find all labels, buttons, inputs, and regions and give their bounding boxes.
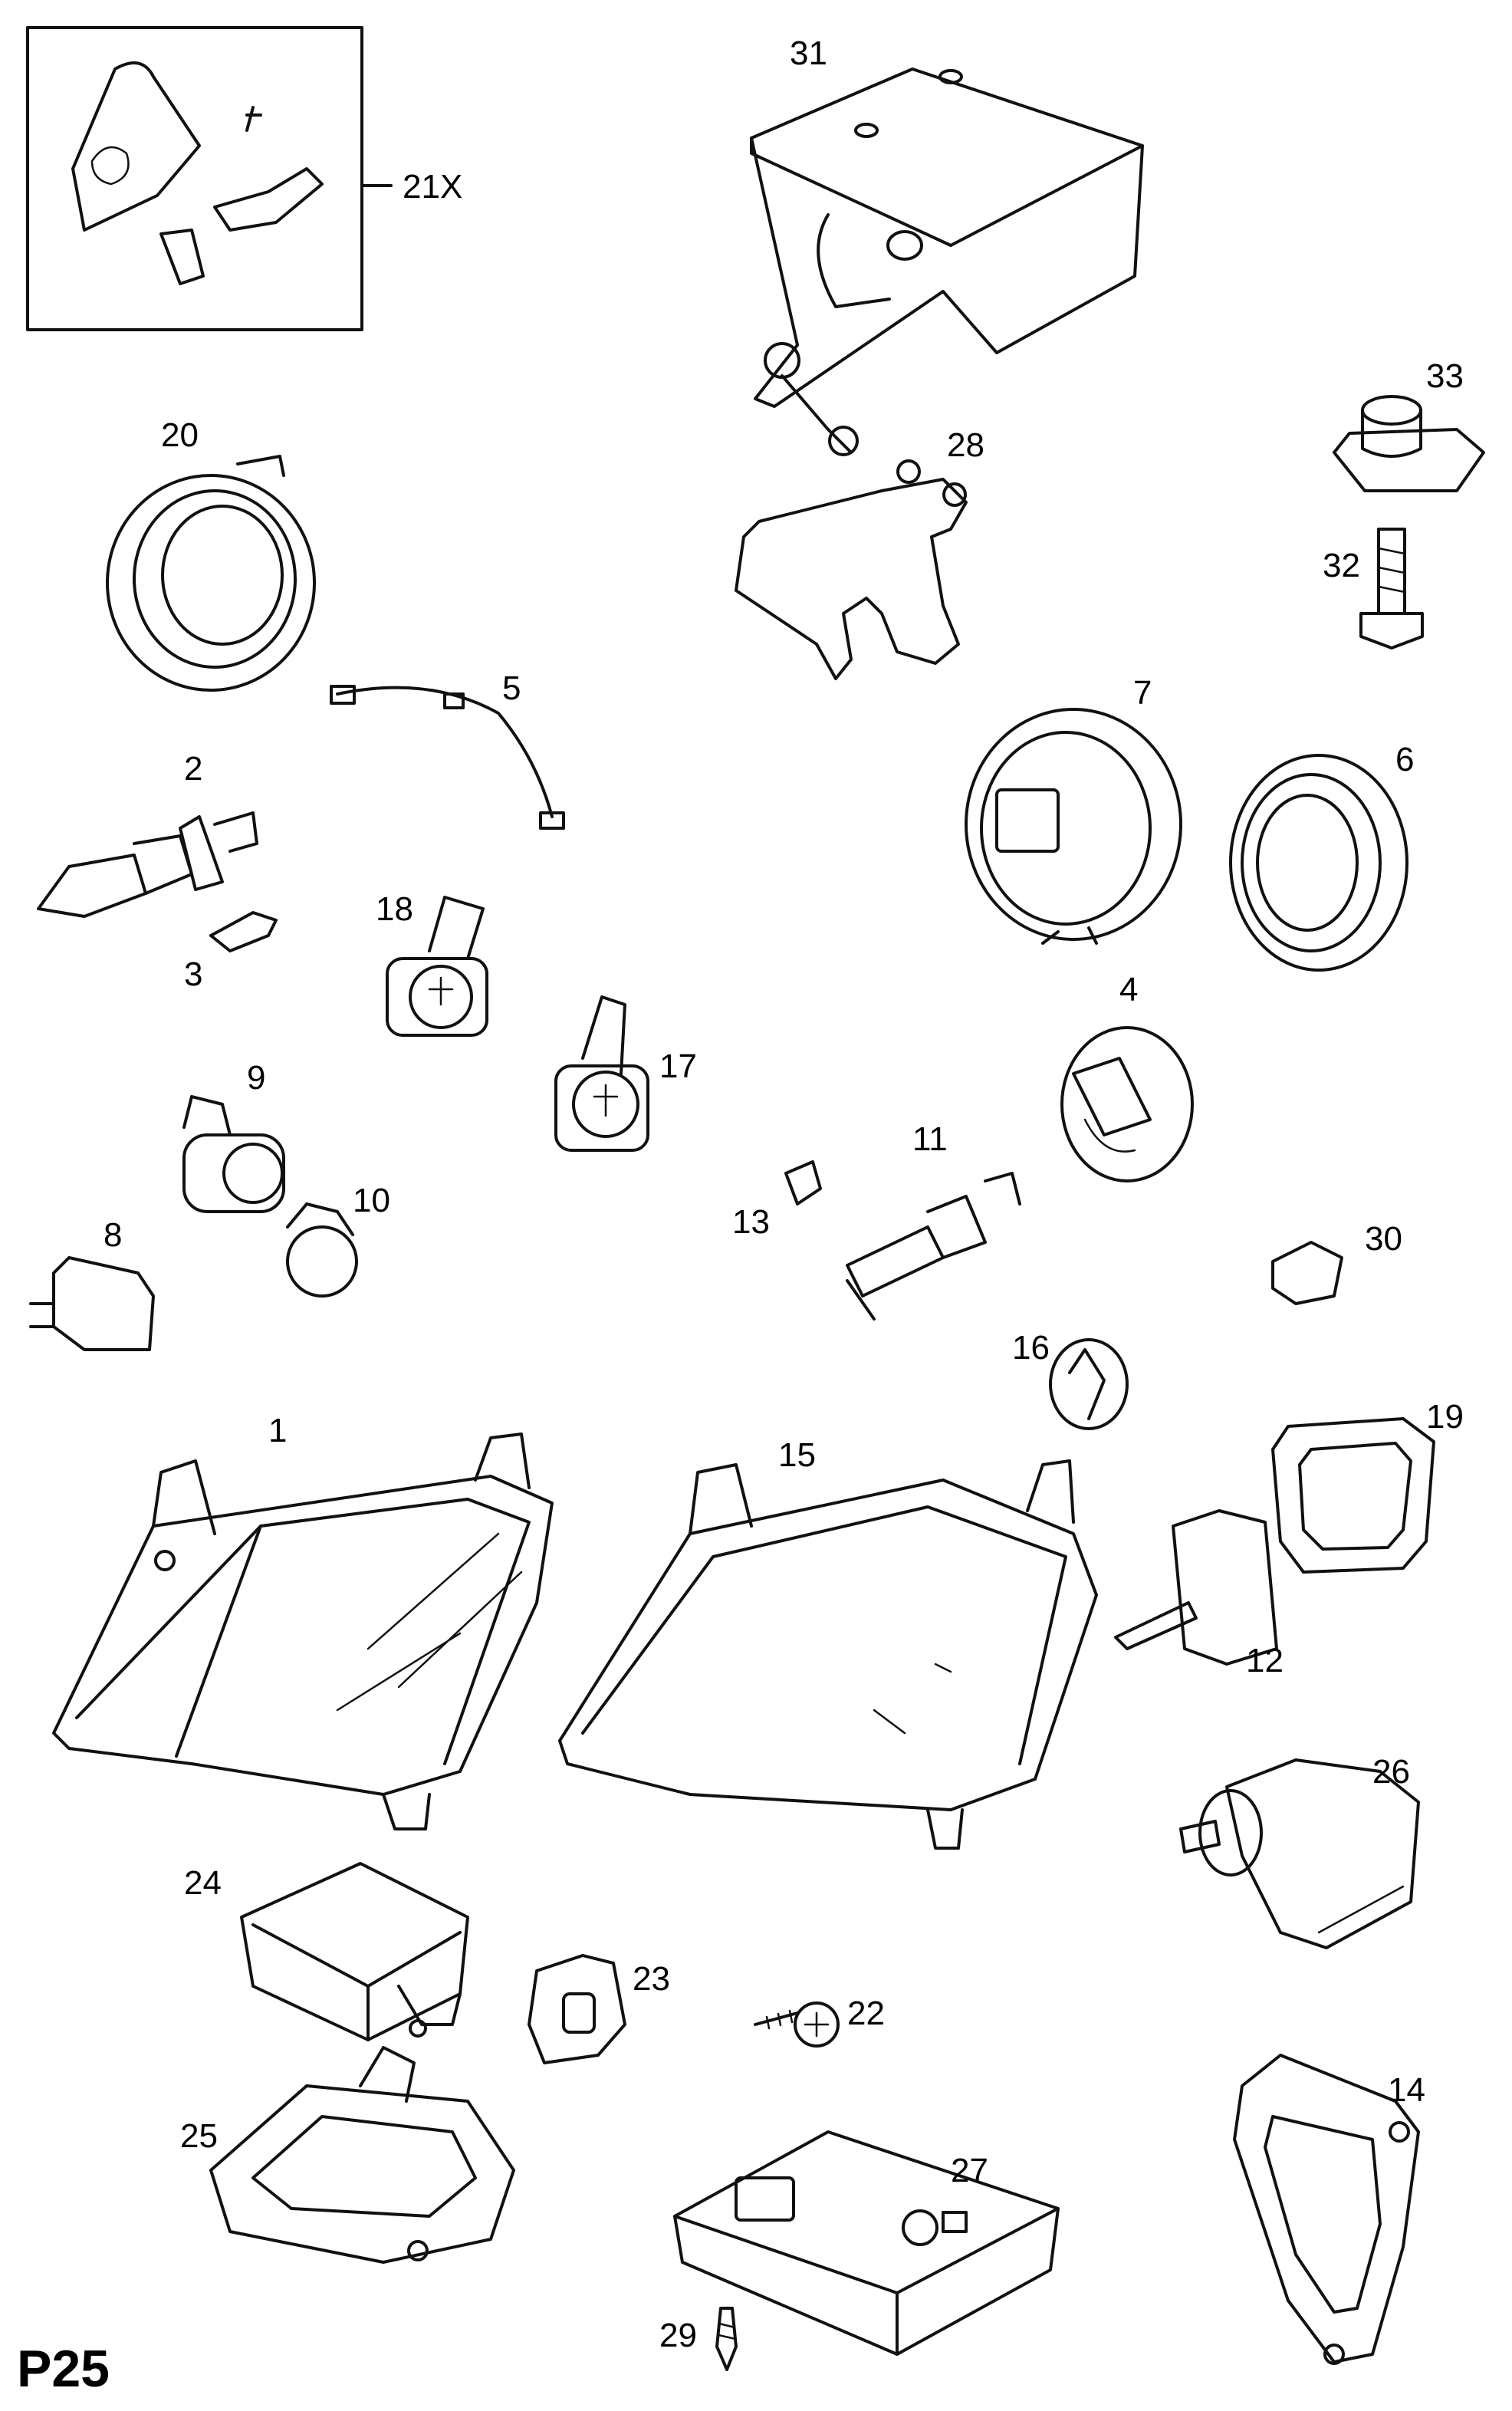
part-31-bracket[interactable] [750,67,1144,456]
part-5-wire-harness[interactable] [330,685,565,830]
label-24: 24 [184,1864,222,1902]
part-4-socket[interactable] [1060,1026,1194,1182]
label-29: 29 [659,2317,697,2354]
label-11: 11 [912,1120,948,1158]
label-13: 13 [732,1203,770,1241]
label-9: 9 [247,1059,265,1097]
part-17-bulb-holder[interactable] [554,995,649,1152]
label-3: 3 [184,956,202,993]
part-7-socket-ring[interactable] [965,708,1182,945]
label-28: 28 [947,426,984,464]
part-19-seal[interactable] [1271,1417,1435,1574]
part-1-headlamp[interactable] [52,1432,554,1830]
label-12: 12 [1246,1642,1284,1679]
label-16: 16 [1012,1329,1050,1367]
label-20: 20 [161,416,199,454]
part-25-bracket[interactable] [209,2046,515,2264]
label-22: 22 [847,1995,885,2032]
part-3-small-bulb[interactable] [209,911,278,952]
part-23-clip[interactable] [528,1954,626,2064]
label-1: 1 [268,1412,287,1449]
part-8-connector[interactable] [29,1256,155,1351]
label-31: 31 [790,35,827,72]
label-6: 6 [1395,741,1414,778]
label-10: 10 [353,1182,390,1219]
part-10-bulb[interactable] [286,1202,358,1298]
label-21x: 21X [403,168,462,206]
label-15: 15 [778,1436,816,1474]
label-30: 30 [1365,1220,1402,1258]
label-2: 2 [184,750,202,788]
part-9-socket[interactable] [182,1095,285,1213]
label-25: 25 [180,2117,218,2155]
part-22-screw[interactable] [754,2001,840,2048]
part-20-seal-ring[interactable] [106,455,316,692]
part-29-screw[interactable] [715,2307,738,2371]
label-7: 7 [1133,674,1152,712]
label-19: 19 [1426,1398,1464,1436]
part-13-wedge-bulb[interactable] [784,1160,822,1206]
part-28-clip[interactable] [735,459,968,680]
label-5: 5 [502,669,521,707]
label-17: 17 [659,1048,697,1085]
part-14-seal[interactable] [1233,2054,1420,2365]
part-27-ballast[interactable] [673,2130,1060,2356]
label-18: 18 [376,890,413,928]
part-33-nut[interactable] [1333,395,1485,492]
label-27: 27 [951,2152,988,2189]
part-26-leveling-motor[interactable] [1179,1758,1420,1949]
label-33: 33 [1426,357,1464,395]
part-15-headlamp[interactable] [558,1459,1098,1850]
part-18-bulb-holder[interactable] [386,896,488,1037]
part-11-h7-bulb[interactable] [846,1172,1021,1321]
part-21x-kit[interactable] [26,26,393,331]
part-16-socket[interactable] [1049,1338,1129,1430]
label-4: 4 [1119,971,1138,1008]
label-14: 14 [1388,2071,1425,2109]
label-26: 26 [1372,1753,1410,1791]
part-24-control-unit[interactable] [240,1862,469,2041]
part-6-seal[interactable] [1229,754,1408,972]
label-8: 8 [104,1216,122,1254]
part-2-halogen-bulb[interactable] [37,811,258,918]
part-32-bolt[interactable] [1359,528,1424,650]
part-12-xenon-bulb[interactable] [1114,1509,1278,1666]
label-23: 23 [633,1960,670,1998]
label-32: 32 [1323,547,1360,584]
page-code: P25 [17,2340,110,2398]
part-30-socket[interactable] [1271,1241,1343,1305]
